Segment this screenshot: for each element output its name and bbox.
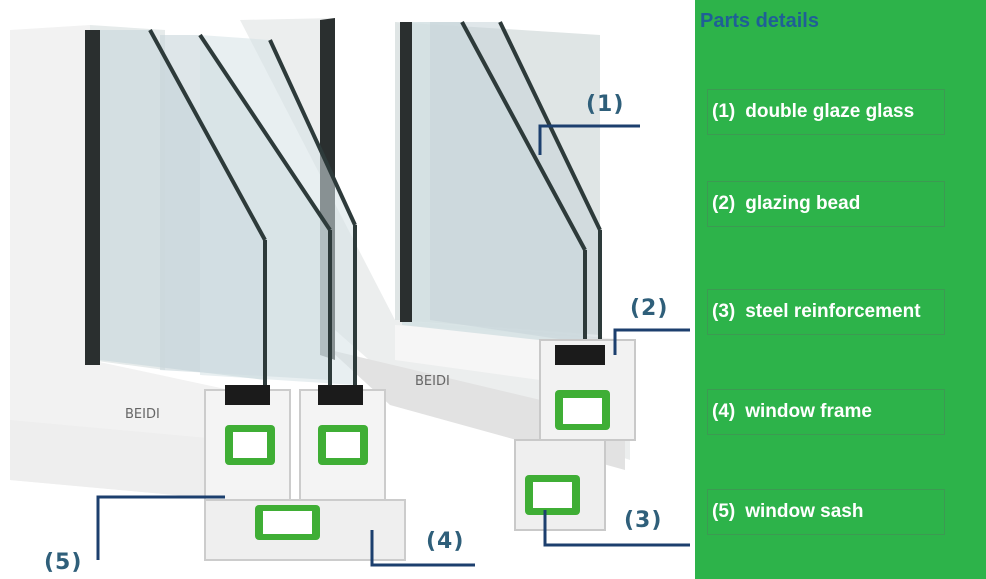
callout-label-5: (5): [44, 550, 83, 575]
part-name: window sash: [745, 501, 864, 522]
brand-logo-front: BEIDI: [125, 407, 160, 422]
leader-line-4: [370, 530, 475, 567]
part-item-window-sash: (5) window sash: [707, 489, 945, 535]
part-number: (2): [712, 193, 736, 214]
front-window-frame: BEIDI: [10, 25, 406, 561]
leader-line-2: [613, 328, 690, 355]
parts-details-panel: Parts details (1) double glaze glass (2)…: [695, 0, 986, 579]
part-name: window frame: [745, 401, 872, 422]
window-profile-illustration: BEIDI: [10, 18, 690, 567]
callout-label-1: (1): [586, 92, 625, 117]
part-name: double glaze glass: [745, 101, 915, 122]
callout-label-4: (4): [426, 529, 465, 554]
leader-line-1: [538, 124, 640, 155]
part-number: (4): [712, 401, 736, 422]
part-number: (3): [712, 301, 736, 322]
leader-lines: [96, 124, 690, 567]
brand-logo-rear: BEIDI: [415, 374, 450, 389]
leader-line-5: [96, 495, 225, 560]
part-item-window-frame: (4) window frame: [707, 389, 945, 435]
part-number: (5): [712, 501, 736, 522]
leader-line-3: [543, 510, 690, 547]
panel-title: Parts details: [700, 10, 819, 32]
part-item-steel-reinforcement: (3) steel reinforcement: [707, 289, 945, 335]
part-name: steel reinforcement: [745, 301, 921, 322]
callout-label-3: (3): [624, 508, 663, 533]
part-item-double-glaze-glass: (1) double glaze glass: [707, 89, 945, 135]
part-name: glazing bead: [745, 193, 861, 214]
rear-window-frame: BEIDI: [240, 18, 636, 531]
part-number: (1): [712, 101, 736, 122]
callout-label-2: (2): [630, 296, 669, 321]
part-item-glazing-bead: (2) glazing bead: [707, 181, 945, 227]
